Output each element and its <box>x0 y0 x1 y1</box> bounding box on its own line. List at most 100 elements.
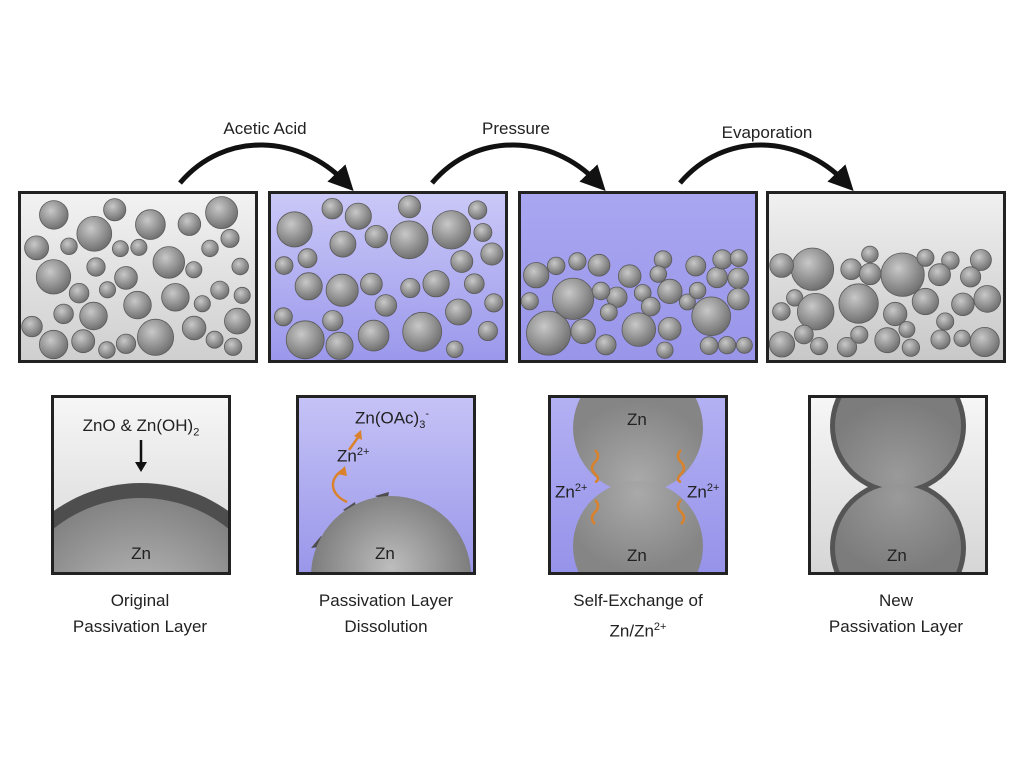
zn-particle <box>961 267 981 287</box>
zn-particle <box>61 238 78 255</box>
zn-top-label: Zn <box>627 410 647 430</box>
zn-particle <box>552 278 593 319</box>
zn-particle <box>974 286 1001 313</box>
arrow-acetic-acid <box>180 145 345 183</box>
zn-particle <box>323 311 343 331</box>
zn-particle <box>398 196 420 218</box>
zn-particle <box>275 257 293 275</box>
detail-original-layer: ZnO & Zn(OH)2 Zn <box>51 395 231 575</box>
zn-particle <box>365 225 387 247</box>
zn-particle <box>481 243 503 265</box>
zn-particle <box>54 304 74 324</box>
zn-particle <box>791 248 833 290</box>
zn-particle <box>206 331 223 348</box>
zn-particle <box>446 299 472 325</box>
zn-particle <box>124 291 152 319</box>
zn-particle <box>72 330 95 353</box>
zn-particle <box>524 263 549 288</box>
zn-particle <box>99 282 115 298</box>
zn-particle <box>178 213 201 236</box>
zn-particle <box>618 265 641 288</box>
zn-particle <box>952 293 975 316</box>
zn-particle <box>390 221 428 259</box>
zn-particle <box>931 330 950 349</box>
zn-particle <box>358 320 389 351</box>
detail-self-exchange: Zn Zn2+ Zn2+ Zn <box>548 395 728 575</box>
zn-particle <box>162 284 190 312</box>
zn-particle <box>875 328 900 353</box>
zn-particle <box>22 316 43 337</box>
zn-particle <box>221 229 239 247</box>
zn-ion-left-label: Zn2+ <box>555 482 587 503</box>
zn-particle <box>657 342 673 358</box>
zn-particle <box>432 211 470 249</box>
zn-particle <box>658 279 682 303</box>
zn-particle <box>225 308 251 334</box>
zn-particle <box>423 271 449 297</box>
zn-particle <box>232 258 249 275</box>
zn-particle <box>474 224 492 242</box>
zn-particle <box>99 342 116 359</box>
zn-particle <box>468 201 486 219</box>
step-label-pressure: Pressure <box>426 119 606 139</box>
zn-ion-right-label: Zn2+ <box>687 482 719 503</box>
zn-particle <box>707 267 728 288</box>
zn-particle <box>361 273 383 295</box>
zn-particle <box>298 249 317 268</box>
zn-particle <box>80 302 108 330</box>
zn-particle <box>592 282 610 300</box>
zn-particle <box>521 293 538 310</box>
zn-particle <box>211 281 229 299</box>
zn-particle <box>153 247 185 279</box>
zn-particle <box>600 304 617 321</box>
zn-particle <box>375 295 397 317</box>
zn-oac-label: Zn(OAc)3- <box>355 408 429 431</box>
zn-particle <box>40 201 69 230</box>
zn-label: Zn <box>375 544 395 564</box>
zn-particle <box>194 296 210 312</box>
zn-particle <box>851 326 868 343</box>
arrow-pressure <box>432 145 597 183</box>
zn-particle <box>797 293 834 330</box>
zn-particle <box>202 240 219 257</box>
process-arrows <box>0 0 1027 200</box>
zn-particle <box>686 256 706 276</box>
zn-particle <box>839 284 878 323</box>
zn-particle <box>841 259 862 280</box>
zn-particle <box>451 251 473 273</box>
zn-particle <box>917 249 934 266</box>
zn-particle <box>547 257 565 275</box>
zn-particle <box>322 198 343 219</box>
zn-particle <box>718 337 735 354</box>
zn-particle <box>286 321 324 359</box>
arrow-evaporation <box>680 145 845 183</box>
detail-new-layer: Zn <box>808 395 988 575</box>
zn-particle <box>403 312 442 351</box>
caption-original: OriginalPassivation Layer <box>30 588 250 640</box>
zn-particle <box>274 308 292 326</box>
zn-particle <box>330 231 356 257</box>
zn-particle <box>116 334 135 353</box>
zn-particle <box>795 325 814 344</box>
zn-particle <box>588 254 610 276</box>
zn-particle <box>326 332 353 359</box>
zn-particle <box>115 267 138 290</box>
zn-particle <box>277 212 312 247</box>
zn-label: Zn <box>887 546 907 566</box>
zn-particle <box>689 282 706 299</box>
zn-particle <box>36 260 70 294</box>
zn-particle <box>186 262 202 278</box>
zn-particle <box>104 199 126 221</box>
zn-particle <box>25 236 49 260</box>
zn-particle <box>39 330 67 358</box>
zn-particle <box>569 253 586 270</box>
zn-particle <box>326 274 358 306</box>
zn-bottom-label: Zn <box>627 546 647 566</box>
zno-label: ZnO & Zn(OH)2 <box>54 416 228 438</box>
zn-particle <box>859 263 881 285</box>
zn-particle <box>69 283 89 303</box>
zn-particle <box>224 338 241 355</box>
zn-particle <box>937 313 954 330</box>
